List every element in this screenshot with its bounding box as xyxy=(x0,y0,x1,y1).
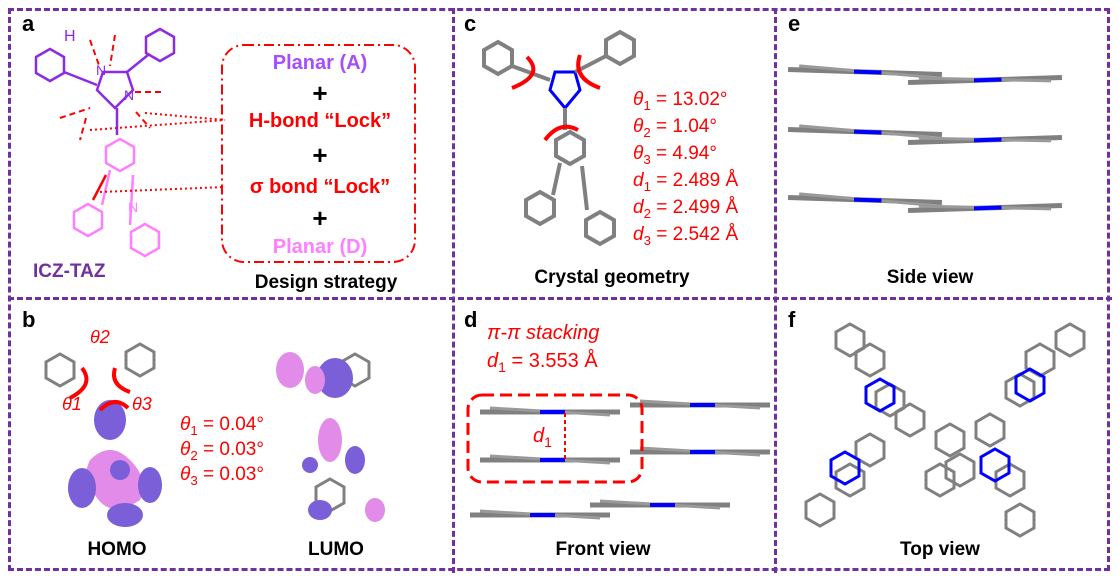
panel-label-c: c xyxy=(464,11,477,36)
caption-homo: HOMO xyxy=(87,539,147,560)
box-distance-label: d1 xyxy=(533,425,552,450)
angle-label-theta2: θ2 xyxy=(90,327,110,347)
figure-frame xyxy=(8,8,1110,571)
rotation-arrows xyxy=(511,54,601,142)
param-theta2: θ2 = 1.04° xyxy=(633,116,717,140)
stacking-distance: d1 = 3.553 Å xyxy=(487,350,598,375)
orbital-parameters: θ1 = 0.04° θ2 = 0.03° θ3 = 0.03° xyxy=(180,412,264,487)
front-view-stack xyxy=(466,393,770,518)
strategy-planar-a: Planar (A) xyxy=(272,52,368,74)
side-view-stack xyxy=(788,66,1062,214)
atom-label-n: N xyxy=(96,62,107,78)
angle-label-theta3: θ3 xyxy=(132,394,152,414)
panel-label-f: f xyxy=(788,307,796,332)
strategy-plus: + xyxy=(312,203,328,233)
param-theta3: θ3 = 4.94° xyxy=(633,143,717,167)
top-view-stack xyxy=(804,322,1086,538)
strategy-planar-d: Planar (D) xyxy=(272,236,368,258)
panel-divider xyxy=(774,8,777,573)
panel-divider xyxy=(8,297,1112,300)
panel-label-d: d xyxy=(464,307,478,332)
atom-label-n: N xyxy=(128,199,139,215)
caption-crystal-geometry: Crystal geometry xyxy=(534,267,690,288)
caption-side-view: Side view xyxy=(886,267,974,288)
param-theta1: θ1 = 0.04° xyxy=(180,414,264,438)
panel-divider xyxy=(452,8,455,573)
homo-orbital xyxy=(44,342,162,527)
panel-label-a: a xyxy=(22,11,35,36)
strategy-h-bond-lock: H-bond “Lock” xyxy=(248,110,392,132)
angle-label-theta1: θ1 xyxy=(62,394,82,414)
param-d2: d2 = 2.499 Å xyxy=(633,197,739,221)
icz-taz-structure xyxy=(34,27,416,263)
crystal-geometry-structure xyxy=(482,30,636,246)
atom-label-n: N xyxy=(124,87,135,103)
param-d3: d3 = 2.542 Å xyxy=(633,224,739,248)
stacking-label: π-π stacking xyxy=(487,322,600,344)
caption-top-view: Top view xyxy=(900,539,980,560)
atom-label-h: H xyxy=(64,28,76,45)
caption-design-strategy: Design strategy xyxy=(254,272,398,293)
strategy-plus: + xyxy=(312,78,328,108)
param-theta2: θ2 = 0.03° xyxy=(180,439,264,463)
crystal-parameters: θ1 = 13.02° θ2 = 1.04° θ3 = 4.94° d1 = 2… xyxy=(633,86,738,248)
molecule-name: ICZ-TAZ xyxy=(33,261,106,282)
panel-label-b: b xyxy=(22,307,36,332)
panel-label-e: e xyxy=(788,11,801,36)
strategy-plus: + xyxy=(312,140,328,170)
strategy-sigma-bond-lock: σ bond “Lock” xyxy=(249,176,391,198)
lumo-orbital xyxy=(276,352,385,522)
caption-front-view: Front view xyxy=(555,539,651,560)
caption-lumo: LUMO xyxy=(308,539,364,560)
param-theta1: θ1 = 13.02° xyxy=(633,89,728,113)
param-d1: d1 = 2.489 Å xyxy=(633,170,739,194)
param-theta3: θ3 = 0.03° xyxy=(180,464,264,488)
